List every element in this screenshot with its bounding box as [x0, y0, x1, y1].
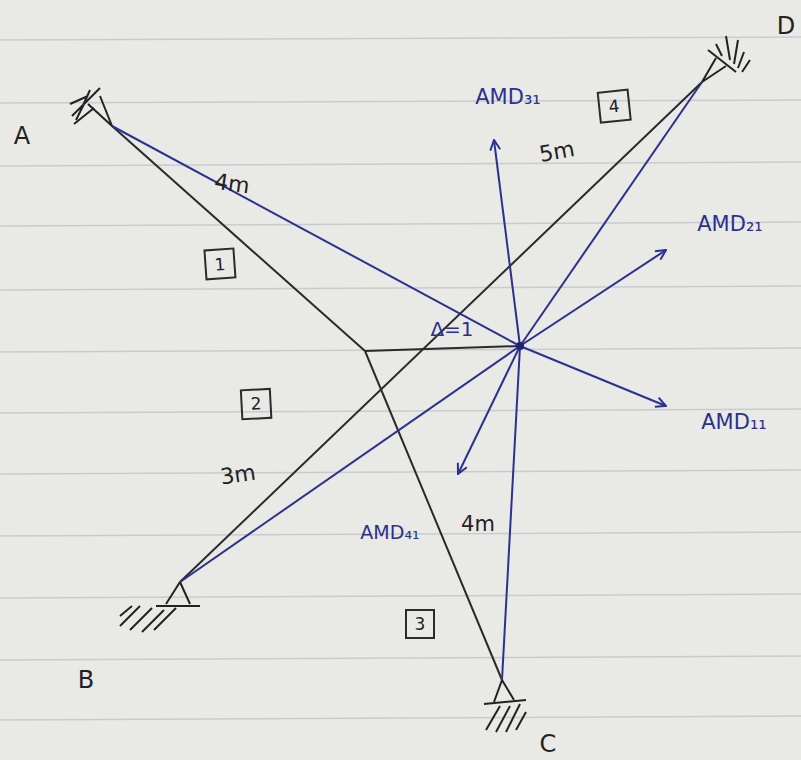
force-label: AMD₃₁: [475, 87, 541, 108]
member-number: 4: [604, 94, 623, 118]
member-number-box: 1: [203, 247, 236, 280]
force-label: AMD₂₁: [697, 214, 763, 235]
support-letter: A: [14, 124, 30, 148]
displacement-label: Δ=1: [430, 319, 473, 339]
displaced-members: [112, 82, 702, 680]
force-arrows: [458, 140, 666, 474]
dimension: 4m: [461, 514, 495, 535]
support-letter: C: [540, 732, 557, 756]
member-number-box: 3: [405, 609, 435, 639]
original-members: [112, 82, 702, 680]
joint-dot: [516, 342, 524, 350]
member-number-box: 4: [597, 89, 632, 124]
support-letter: B: [78, 668, 94, 692]
member-number-box: 2: [240, 388, 272, 420]
dimension: 3m: [219, 462, 257, 489]
force-label: AMD₁₁: [701, 412, 767, 433]
ruled-lines: [0, 37, 801, 720]
member-number: 2: [247, 393, 265, 416]
dimension: 4m: [213, 171, 251, 198]
support-letter: D: [777, 14, 795, 38]
member-number: 1: [211, 252, 229, 275]
pin-supports: [70, 36, 750, 732]
dimension: 5m: [538, 138, 577, 166]
member-number: 3: [412, 613, 429, 635]
force-label: AMD₄₁: [360, 523, 419, 542]
